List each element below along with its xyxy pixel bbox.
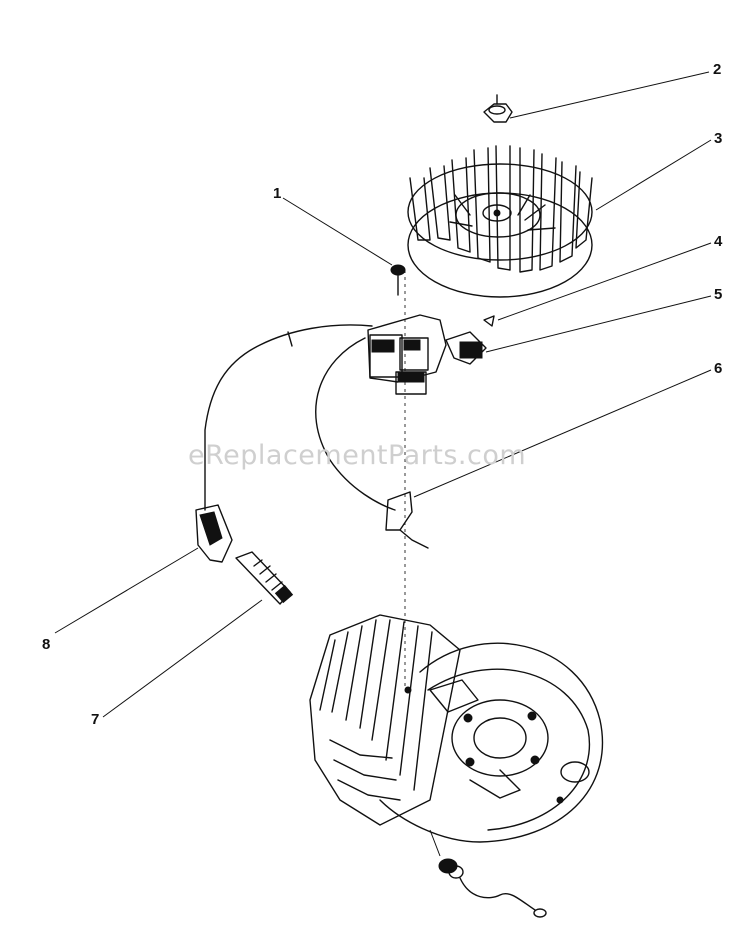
callout-4: 4 <box>714 233 723 250</box>
callout-3: 3 <box>714 130 723 147</box>
callout-6: 6 <box>714 360 723 377</box>
flywheel-key <box>483 315 495 327</box>
flywheel-nut <box>483 94 513 123</box>
flywheel <box>407 145 593 298</box>
kill-wire <box>429 829 547 918</box>
callout-5: 5 <box>714 286 723 303</box>
ignition-terminal <box>445 331 487 365</box>
callout-8: 8 <box>42 636 51 653</box>
ignition-screw <box>390 264 406 296</box>
callout-2: 2 <box>713 61 722 78</box>
ground-wire <box>315 337 429 549</box>
leader-lines <box>54 71 712 718</box>
engine-block <box>309 614 604 843</box>
callout-7: 7 <box>91 711 100 728</box>
callout-1: 1 <box>273 185 282 202</box>
ignition-module <box>367 314 447 395</box>
watermark: eReplacementParts.com <box>188 440 527 471</box>
spark-plug-boot <box>195 504 233 563</box>
spark-plug-lead <box>204 324 373 511</box>
spark-plug <box>235 551 294 605</box>
